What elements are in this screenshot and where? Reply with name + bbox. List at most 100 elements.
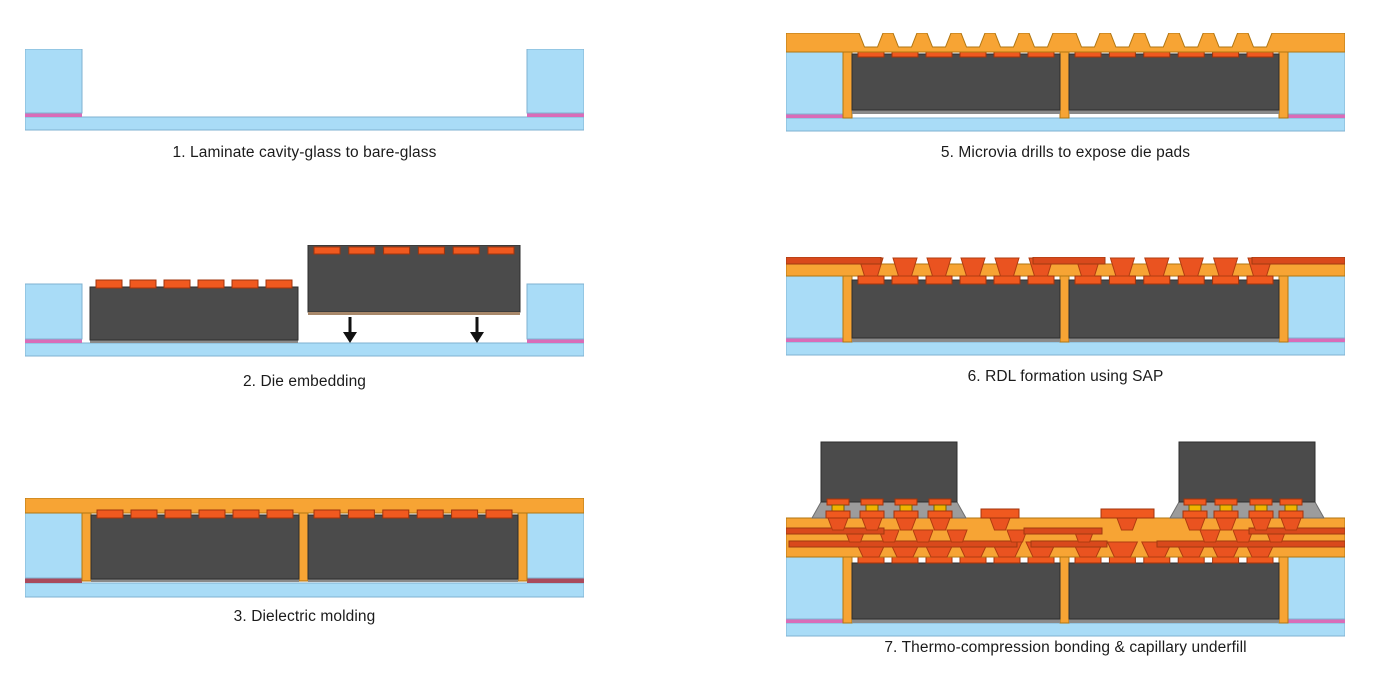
die-pad [96,509,124,519]
laminate-adhesive [25,339,82,343]
embedded-die [1068,279,1280,339]
rdl-via [1199,529,1221,543]
laminate-adhesive [25,113,82,117]
bump-pad [1279,498,1303,506]
solder-bump [1188,504,1202,512]
bump-pad [1249,498,1273,506]
embedded-die [851,279,1061,339]
laminate-adhesive [1288,338,1345,342]
incoming-die [307,245,521,313]
die-pad [348,246,376,255]
bare-glass-base [25,582,584,598]
cavity-glass-wall [786,275,844,339]
rdl-trace [1030,540,1108,548]
embedded-die [851,53,1061,111]
laminate-adhesive [786,338,843,342]
filled-microvia [892,257,918,277]
laminate-adhesive [527,578,584,583]
cavity-glass-wall [526,512,584,579]
dielectric-with-microvia-drills [786,33,1345,53]
die-pad [925,275,953,285]
die-pad [1246,275,1274,285]
die-pad [1074,275,1102,285]
rdl-pad [1100,508,1155,519]
panel-art-step-1 [25,49,584,131]
cavity-glass-wall [25,283,83,340]
cavity-glass-wall [786,51,844,115]
bump-pad [825,510,851,519]
bump-pad [1182,510,1208,519]
bump-pad [1278,510,1304,519]
die-pad [313,509,341,519]
flip-chip [1178,441,1316,503]
solder-bump [1284,504,1298,512]
placement-arrow-stem [348,317,352,332]
placement-arrow-stem [475,317,479,332]
panel-art-step-2 [25,245,584,357]
bump-pad [893,510,919,519]
dielectric-fill [81,512,92,582]
caption-step-5: 5. Microvia drills to expose die pads [940,144,1191,161]
laminate-adhesive [786,619,843,623]
die-pad [95,279,123,289]
cavity-glass-wall [526,283,584,340]
cavity-glass-wall [1287,556,1345,620]
panel-step-1: 1. Laminate cavity-glass to bare-glass [25,49,584,169]
die-attach-layer [90,340,298,343]
die-pad [451,509,479,519]
flip-chip [820,441,958,503]
dielectric-fill [1278,51,1289,119]
die-pad [1027,275,1055,285]
embedded-die [90,514,300,580]
cavity-glass-wall [786,556,844,620]
filled-microvia [926,257,952,277]
die-attach-layer [1069,338,1279,342]
bump-pad [894,498,918,506]
placement-arrow-head [470,332,484,343]
die-pad [383,246,411,255]
bump-pad [1248,510,1274,519]
die-pad [416,509,444,519]
filled-microvia [1212,257,1239,277]
laminate-adhesive [527,339,584,343]
rdl-via [946,529,968,543]
caption-step-2: 2. Die embedding [242,373,367,390]
filled-microvia [960,257,986,277]
bump-pad [928,498,952,506]
die-pad [347,509,375,519]
rdl-via [912,529,934,543]
die-pad [164,509,192,519]
bump-pad [1183,498,1207,506]
rdl-via [1006,529,1028,543]
dielectric-fill [1278,556,1289,624]
dielectric-fill [842,275,853,343]
die-pad [197,279,225,289]
die-pad [452,246,480,255]
dielectric-fill [842,51,853,119]
panel-step-2: 2. Die embedding [25,245,584,400]
die-pad [265,279,293,289]
dielectric-fill [517,512,528,582]
caption-step-1: 1. Laminate cavity-glass to bare-glass [172,144,437,161]
bump-pad [1213,510,1239,519]
embedded-die [1068,53,1280,111]
die-attach-film [308,312,520,315]
laminate-adhesive [1288,114,1345,118]
die-attach-layer [1069,619,1279,623]
bump-pad [927,510,953,519]
panel-art-step-3 [25,498,584,598]
solder-bump [831,504,845,512]
rdl-via [1232,529,1254,543]
laminate-adhesive [527,113,584,117]
die-pad [417,246,445,255]
die-attach-layer [852,338,1060,342]
bare-glass-base [786,117,1345,132]
rdl-pad [980,508,1020,519]
rdl-trace [786,257,882,265]
dielectric-fill [1278,275,1289,343]
dielectric-fill [298,512,309,582]
die-pad [993,275,1021,285]
die-pad [198,509,226,519]
die-pad [129,279,157,289]
